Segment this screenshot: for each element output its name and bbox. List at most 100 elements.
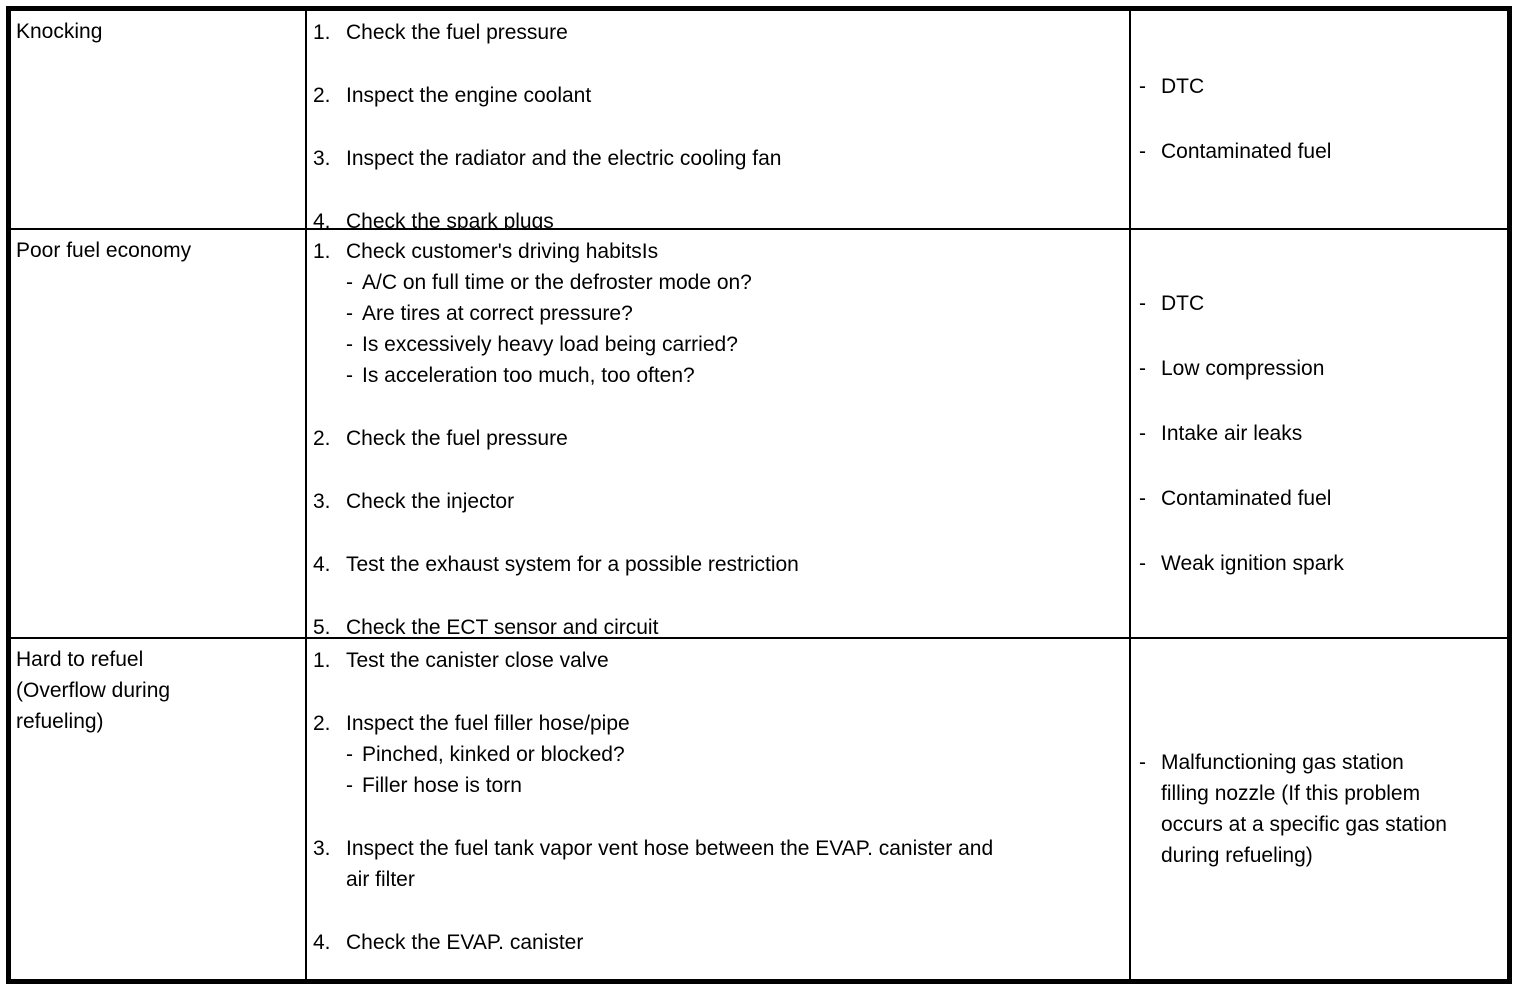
inspection-step: 4. Check the spark plugs bbox=[313, 206, 1121, 228]
inspection-steps-cell: 1. Check the fuel pressure 2. Inspect the e… bbox=[305, 11, 1129, 228]
inspection-step: 1. Test the canister close valve bbox=[313, 645, 1121, 676]
step-number: 1. bbox=[313, 21, 331, 44]
possible-cause: -Contaminated fuel bbox=[1139, 136, 1503, 167]
sub-item-text: A/C on full time or the defroster mode o… bbox=[362, 270, 752, 294]
possible-cause: -Weak ignition spark bbox=[1139, 548, 1503, 579]
sub-item-text: Pinched, kinked or blocked? bbox=[362, 743, 625, 767]
sub-item-text: Is acceleration too much, too often? bbox=[362, 363, 695, 387]
step-body: Inspect the radiator and the electric co… bbox=[346, 143, 1121, 174]
cause-text: Contaminated fuel bbox=[1161, 140, 1332, 164]
step-text: Check the spark plugs bbox=[346, 210, 554, 228]
step-text: Check customer's driving habitsIs bbox=[346, 239, 659, 263]
possible-cause: -Intake air leaks bbox=[1139, 418, 1503, 449]
step-number: 2. bbox=[313, 84, 331, 107]
inspection-step: 4. Check the EVAP. canister bbox=[313, 927, 1121, 958]
step-number: 3. bbox=[313, 837, 331, 861]
step-number: 3. bbox=[313, 489, 331, 513]
sub-item-text: Filler hose is torn bbox=[362, 774, 522, 798]
sub-item-text: Is excessively heavy load being carried? bbox=[362, 332, 738, 356]
step-number: 4. bbox=[313, 931, 331, 955]
step-text: Check the fuel pressure bbox=[346, 21, 568, 44]
table-row: Knocking 1. Check the fuel pressure 2. Insp… bbox=[11, 11, 1507, 228]
step-text: Check the injector bbox=[346, 489, 515, 513]
inspection-step: 3. Inspect the radiator and the electric … bbox=[313, 143, 1121, 174]
cause-text: DTC bbox=[1161, 292, 1205, 316]
cause-text: Low compression bbox=[1161, 357, 1325, 381]
possible-cause: -Low compression bbox=[1139, 353, 1503, 384]
step-text: Test the exhaust system for a possible r… bbox=[346, 552, 799, 576]
step-body: Check the fuel pressure bbox=[346, 423, 1121, 454]
sub-item-text: Are tires at correct pressure? bbox=[362, 301, 633, 325]
possible-causes-cell: -DTC-Contaminated fuel bbox=[1129, 11, 1507, 228]
inspection-step: 2. Inspect the engine coolant bbox=[313, 80, 1121, 111]
dash-bullet-icon: - bbox=[1139, 357, 1146, 381]
possible-causes-cell: -DTC-Low compression-Intake air leaks-Co… bbox=[1129, 229, 1507, 638]
step-number: 4. bbox=[313, 552, 331, 576]
inspection-step: 2. Check the fuel pressure bbox=[313, 423, 1121, 454]
step-text: Check the EVAP. canister bbox=[346, 931, 584, 955]
dash-bullet-icon: - bbox=[346, 270, 353, 294]
step-text: Check the fuel pressure bbox=[346, 426, 568, 450]
possible-cause: -DTC bbox=[1139, 71, 1503, 102]
symptom-label: Poor fuel economy bbox=[16, 238, 192, 262]
cause-text: Intake air leaks bbox=[1161, 422, 1303, 446]
step-body: Inspect the fuel tank vapor vent hose be… bbox=[346, 833, 1121, 895]
step-number: 1. bbox=[313, 649, 331, 673]
inspection-step: 3. Inspect the fuel tank vapor vent hose … bbox=[313, 833, 1121, 895]
step-number: 3. bbox=[313, 147, 331, 170]
symptom-label: Hard to refuel (Overflow during refuelin… bbox=[16, 648, 171, 734]
inspection-step: 2.Inspect the fuel filler hose/pipe-Pinc… bbox=[313, 708, 1121, 801]
cause-text: DTC bbox=[1161, 75, 1205, 99]
step-text: Test the canister close valve bbox=[346, 649, 609, 673]
step-number: 5. bbox=[313, 615, 331, 638]
step-body: Inspect the engine coolant bbox=[346, 80, 1121, 111]
step-number: 4. bbox=[313, 210, 331, 228]
step-sub-item: -Is excessively heavy load being carried… bbox=[346, 329, 1121, 360]
step-body: Test the canister close valve bbox=[346, 645, 1121, 676]
step-body: Check the EVAP. canister bbox=[346, 927, 1121, 958]
inspection-steps-cell: 1.Check customer's driving habitsIs-A/C … bbox=[305, 229, 1129, 638]
troubleshooting-table: Knocking 1. Check the fuel pressure 2. Insp… bbox=[6, 6, 1512, 984]
symptom-label: Knocking bbox=[16, 20, 103, 43]
dash-bullet-icon: - bbox=[1139, 140, 1146, 164]
step-number: 2. bbox=[313, 426, 331, 450]
dash-bullet-icon: - bbox=[1139, 487, 1146, 511]
cause-text: Weak ignition spark bbox=[1161, 552, 1344, 576]
symptom-cell: Hard to refuel (Overflow during refuelin… bbox=[11, 639, 305, 979]
inspection-step: 4. Test the exhaust system for a possible… bbox=[313, 549, 1121, 580]
step-body: Test the exhaust system for a possible r… bbox=[346, 549, 1121, 580]
step-body: Check the ECT sensor and circuit bbox=[346, 612, 1121, 637]
dash-bullet-icon: - bbox=[346, 774, 353, 798]
step-sub-item: -Filler hose is torn bbox=[346, 770, 1121, 801]
step-sub-item: -A/C on full time or the defroster mode … bbox=[346, 267, 1121, 298]
step-sub-item: -Is acceleration too much, too often? bbox=[346, 360, 1121, 391]
dash-bullet-icon: - bbox=[1139, 75, 1146, 99]
inspection-step: 1. Check the fuel pressure bbox=[313, 17, 1121, 48]
step-text: Inspect the fuel filler hose/pipe bbox=[346, 712, 630, 736]
dash-bullet-icon: - bbox=[346, 332, 353, 356]
step-body: Check customer's driving habitsIs-A/C on… bbox=[346, 236, 1121, 391]
possible-causes-cell: -Malfunctioning gas station filling nozz… bbox=[1129, 639, 1507, 979]
symptom-cell: Knocking bbox=[11, 11, 305, 228]
table-row: Poor fuel economy 1. Check customer's dri… bbox=[11, 227, 1507, 638]
step-text: Inspect the fuel tank vapor vent hose be… bbox=[346, 837, 994, 892]
step-sub-item: -Are tires at correct pressure? bbox=[346, 298, 1121, 329]
step-body: Check the fuel pressure bbox=[346, 17, 1121, 48]
inspection-step: 3. Check the injector bbox=[313, 486, 1121, 517]
dash-bullet-icon: - bbox=[346, 743, 353, 767]
step-body: Check the injector bbox=[346, 486, 1121, 517]
possible-cause: -DTC bbox=[1139, 288, 1503, 319]
dash-bullet-icon: - bbox=[1139, 292, 1146, 316]
step-sub-item: -Pinched, kinked or blocked? bbox=[346, 739, 1121, 770]
step-text: Inspect the engine coolant bbox=[346, 84, 592, 107]
table-row: Hard to refuel (Overflow during refuelin… bbox=[11, 637, 1507, 979]
step-number: 1. bbox=[313, 239, 331, 263]
inspection-step: 1.Check customer's driving habitsIs-A/C … bbox=[313, 236, 1121, 391]
cause-text: Malfunctioning gas station filling nozzl… bbox=[1161, 751, 1447, 868]
step-body: Check the spark plugs bbox=[346, 206, 1121, 228]
dash-bullet-icon: - bbox=[346, 301, 353, 325]
possible-cause: -Contaminated fuel bbox=[1139, 483, 1503, 514]
cause-text: Contaminated fuel bbox=[1161, 487, 1332, 511]
